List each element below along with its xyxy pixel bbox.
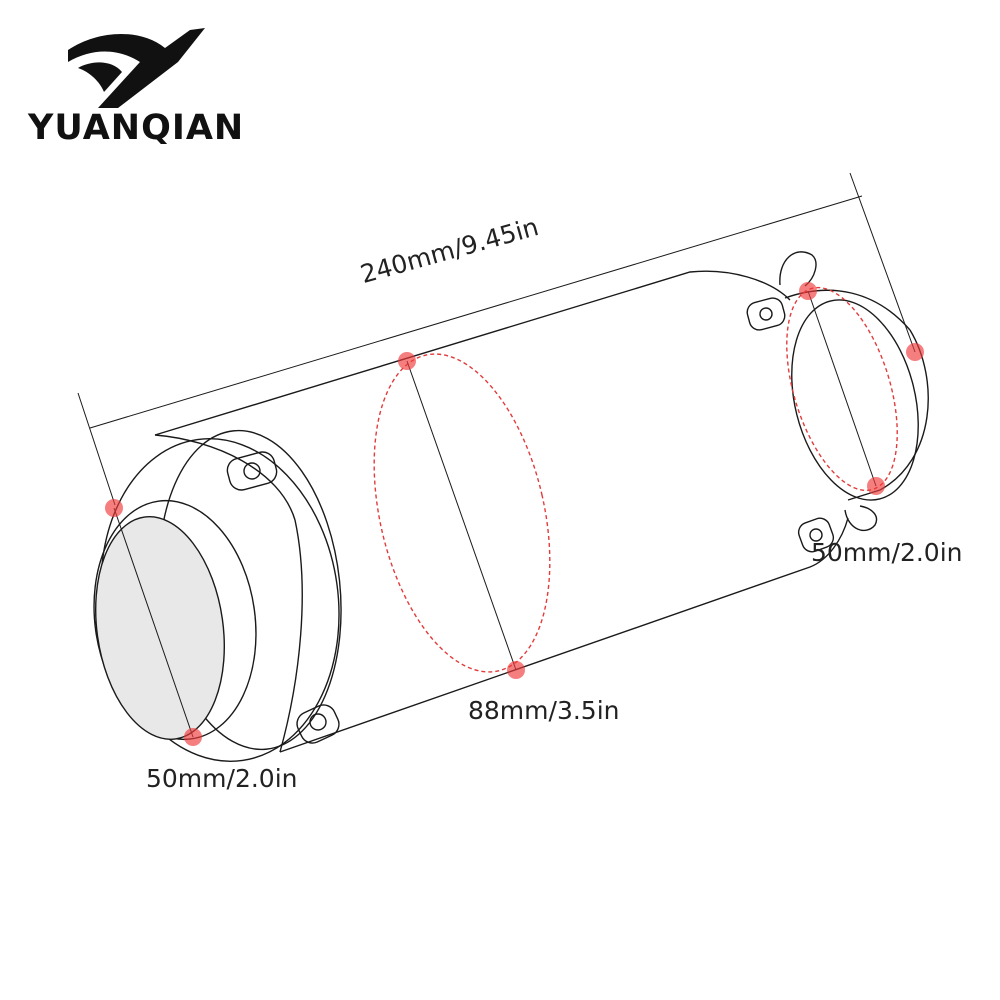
body-diameter-line [406,360,517,671]
body-diameter-guide [373,353,551,673]
outlet-diameter-line [807,290,877,487]
length-extension-left [77,392,116,506]
body-diameter-label: 88mm/3.5in [468,696,620,725]
inlet-end [93,438,340,762]
measurement-markers [105,282,924,746]
brand-logo-icon [68,28,205,108]
hook-icon [779,251,817,287]
bolt-icon [797,517,835,553]
length-end-marker [906,343,924,361]
length-dimension-lines [77,172,916,506]
outlet-diameter-label: 50mm/2.0in [811,538,963,567]
inlet-top-marker [105,499,123,517]
bolt-icon [296,704,340,744]
bolt-icon [746,297,786,331]
inlet-diameter-line [113,507,194,738]
mounting-bolts [226,297,835,744]
hanger-hooks [779,251,878,532]
inlet-bottom-marker [184,728,202,746]
outlet-diameter-guide [786,286,898,492]
body-bottom-marker [507,661,525,679]
brand-name: YUANQIAN [28,108,245,148]
outlet-bottom-marker [867,477,885,495]
length-extension-right [849,172,916,353]
body-top-marker [398,352,416,370]
bolt-icon [226,451,278,491]
outlet-top-marker [799,282,817,300]
hook-icon [844,505,878,532]
inlet-diameter-label: 50mm/2.0in [146,764,298,793]
inlet-opening [94,516,226,740]
length-dimension-line [89,195,863,429]
muffler-body [154,270,929,753]
